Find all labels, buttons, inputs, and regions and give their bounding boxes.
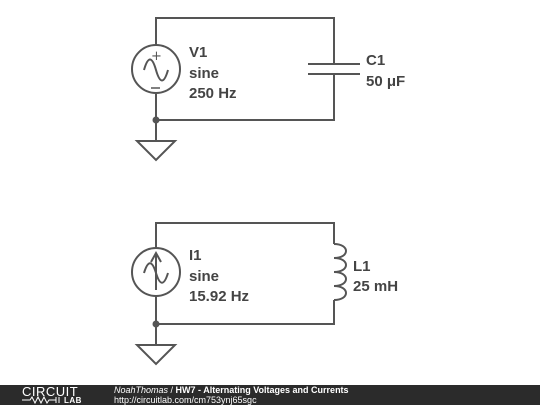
wire-bottom-2 [155, 296, 335, 325]
wire-bottom-1 [155, 74, 335, 121]
capacitor-c1[interactable] [308, 63, 360, 75]
author-link[interactable]: NoahThomas [114, 385, 169, 395]
l1-value: 25 mH [353, 278, 398, 295]
footer-bar: CIRCUIT LAB NoahThomas / HW7 - Alternati… [0, 385, 540, 405]
current-source-i1[interactable] [131, 247, 181, 297]
v1-type: sine [189, 65, 219, 82]
circuit-title: HW7 - Alternating Voltages and Currents [175, 385, 349, 395]
c1-name: C1 [366, 52, 385, 69]
circuit-title-line: NoahThomas / HW7 - Alternating Voltages … [114, 385, 349, 395]
v1-name: V1 [189, 44, 207, 61]
circuit-2: I1 sine 15.92 Hz L1 25 mH [131, 222, 398, 366]
voltage-source-v1[interactable]: + [131, 44, 181, 94]
c1-value: 50 μF [366, 73, 405, 90]
ground-symbol-2 [134, 324, 178, 366]
circuit-1: + V1 sine 250 Hz C1 50 μF [131, 17, 405, 162]
i1-frequency: 15.92 Hz [189, 288, 249, 305]
i1-type: sine [189, 268, 219, 285]
title-separator: / [168, 385, 176, 395]
ground-symbol-1 [134, 120, 178, 162]
sine-wave-icon [143, 262, 169, 284]
svg-text:+: + [151, 49, 162, 64]
circuitlab-logo[interactable]: CIRCUIT LAB [22, 385, 94, 405]
schematic: + V1 sine 250 Hz C1 50 μF [131, 17, 405, 366]
logo-text-bottom: LAB [64, 396, 82, 405]
l1-name: L1 [353, 258, 371, 275]
wire-top-2 [155, 222, 335, 248]
logo-text-top: CIRCUIT [22, 384, 79, 399]
resistor-zigzag-icon [22, 396, 60, 404]
inductor-l1[interactable] [333, 243, 347, 301]
circuit-url[interactable]: http://circuitlab.com/cm753ynj65sgc [114, 395, 257, 405]
v1-frequency: 250 Hz [189, 85, 237, 102]
circuit-meta: NoahThomas / HW7 - Alternating Voltages … [114, 385, 349, 405]
wire-top-1 [155, 17, 335, 64]
sine-wave-icon [143, 58, 169, 82]
i1-name: I1 [189, 247, 202, 264]
